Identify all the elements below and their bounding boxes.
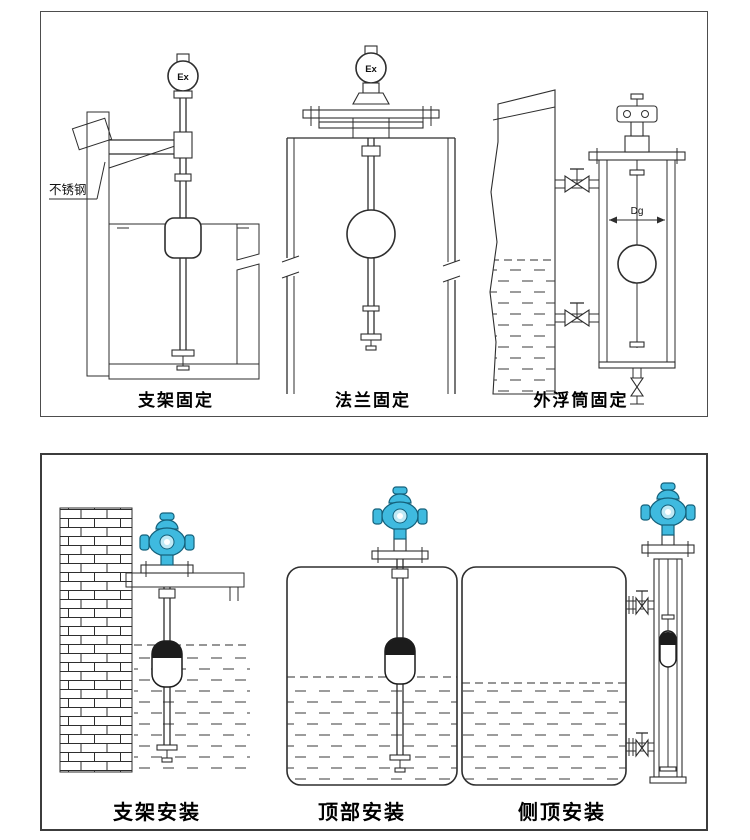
tank-wall-left [281, 138, 300, 394]
diagram-bracket-fixing: Ex 不锈钢 [49, 53, 260, 380]
caption-flange-fixing: 法兰固定 [335, 391, 411, 410]
stem-stop [389, 754, 411, 761]
stem-stop [156, 744, 178, 751]
float [617, 244, 657, 284]
mounting-flange [140, 564, 194, 574]
caption-chamber-fixing: 外浮筒固定 [533, 391, 629, 410]
pipe-collar [361, 145, 381, 157]
caption-side-top-installation: 侧顶安装 [518, 802, 606, 824]
bracket-platform [125, 572, 245, 588]
transmitter-head-blue [640, 482, 696, 536]
floor-section [108, 363, 260, 380]
diagram-side-top-installation [461, 482, 696, 786]
chamber-bottom-flange [598, 361, 676, 369]
upper-connection-valve [626, 590, 654, 616]
tank-liquid [462, 682, 626, 785]
float [346, 209, 396, 259]
caption-bracket-fixing: 支架固定 [138, 391, 214, 410]
ex-marking: Ex [177, 72, 189, 83]
diagram-external-chamber-fixing: Dg [489, 89, 686, 405]
stem-stop [171, 349, 195, 357]
stem-stop [360, 333, 382, 341]
caption-bracket-installation: 支架安装 [113, 802, 201, 824]
mounting-flange [641, 544, 695, 554]
instrument-head-ex-left: Ex [167, 53, 199, 99]
installation-methods-drawing [59, 482, 696, 786]
dg-dimension: Dg [609, 206, 665, 224]
ex-marking: Ex [365, 64, 377, 75]
instrument-head-small [616, 93, 658, 123]
wall-section [86, 111, 110, 377]
stainless-steel-label: 不锈钢 [49, 182, 87, 197]
dg-label: Dg [631, 206, 644, 217]
flange-plate [302, 109, 440, 119]
chamber-wall-right [666, 159, 676, 363]
tank-wall-right [442, 138, 461, 394]
fixing-methods-drawing: Ex 不锈钢 [49, 45, 686, 405]
chamber-top-flange [588, 151, 686, 161]
tank-liquid [287, 676, 457, 785]
right-wall-section [236, 223, 260, 261]
drain-valve [629, 368, 645, 405]
float-cap [152, 641, 182, 658]
lower-isolation-valve [555, 302, 599, 328]
fixing-methods-panel: Ex 不锈钢 [40, 11, 708, 417]
brick-wall [59, 507, 133, 773]
chamber-bottom [649, 776, 687, 784]
float [164, 217, 202, 259]
installation-methods-panel: 支架安装 顶部安装 侧顶安装 [40, 453, 708, 831]
mounting-flange [371, 550, 429, 560]
diagram-bracket-installation [59, 507, 250, 773]
mount-plate [71, 117, 113, 151]
diagram-top-installation [286, 486, 458, 786]
instrument-head-ex-middle: Ex [352, 45, 390, 105]
pipe-collar [173, 131, 193, 159]
transmitter-head-blue [139, 512, 195, 566]
caption-top-installation: 顶部安装 [318, 802, 406, 824]
chamber-wall-left [598, 159, 608, 363]
float-cap [660, 632, 676, 645]
transmitter-head-blue [372, 486, 428, 540]
tank-liquid [490, 259, 555, 394]
lower-connection-valve [626, 732, 654, 758]
diagram-flange-fixing: Ex [281, 45, 461, 394]
float-cap [385, 638, 415, 655]
upper-isolation-valve [555, 168, 599, 194]
